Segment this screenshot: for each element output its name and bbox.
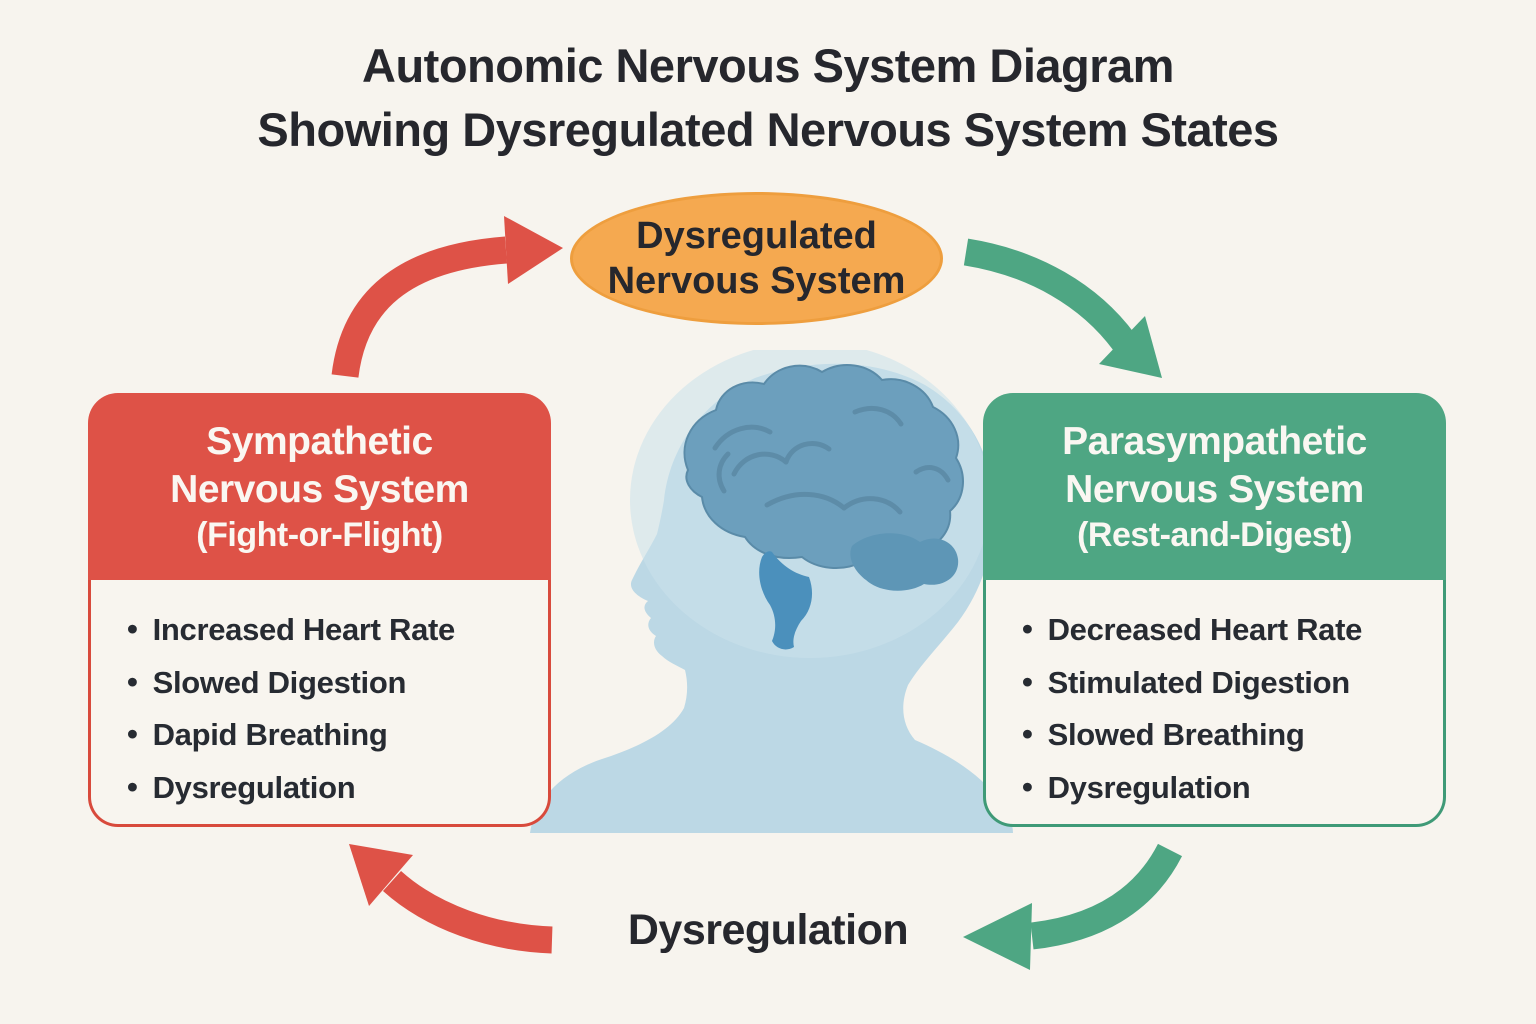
- hub-dysregulated-nervous-system: Dysregulated Nervous System: [570, 192, 943, 325]
- list-item-label: Decreased Heart Rate: [1047, 612, 1363, 647]
- parasympathetic-panel-header: Parasympathetic Nervous System (Rest-and…: [983, 393, 1446, 580]
- list-item-label: Slowed Breathing: [1047, 717, 1305, 753]
- list-item: • Slowed Breathing: [1022, 709, 1427, 762]
- list-item-label: Dysregulation: [152, 770, 356, 806]
- bullet-marker: •: [1022, 769, 1033, 805]
- page-title-line-1: Autonomic Nervous System Diagram: [362, 39, 1174, 92]
- human-head-brain-illustration: [530, 350, 1013, 833]
- sympathetic-panel-body: •Increased Heart Rate •Slowed Digestion …: [88, 580, 551, 827]
- hub-line-1: Dysregulated: [636, 214, 877, 257]
- list-item: • Increased Heart Rate: [127, 604, 532, 657]
- list-item: • Decreased Heart Rate: [1022, 604, 1427, 657]
- sympathetic-panel-header: Sympathetic Nervous System (Fight-or-Fli…: [88, 393, 551, 580]
- bullet-marker: •: [1022, 611, 1033, 646]
- sympathetic-effect-list: •Increased Heart Rate •Slowed Digestion …: [127, 604, 532, 815]
- cerebellum: [850, 533, 959, 591]
- sympathetic-panel: Sympathetic Nervous System (Fight-or-Fli…: [88, 393, 551, 827]
- page-title-line-2: Showing Dysregulated Nervous System Stat…: [257, 103, 1279, 157]
- bullet-marker: •: [127, 663, 138, 699]
- list-item: • Dapid Breathing: [127, 709, 532, 762]
- list-item: • Slowed Digestion: [127, 657, 532, 710]
- brainstem: [759, 551, 813, 650]
- sympathetic-title-line-2: Nervous System: [170, 467, 469, 511]
- list-item-label: Increased Heart Rate: [152, 612, 456, 647]
- list-item: • Dysregulation: [1022, 762, 1427, 815]
- list-item-label: Stimulated Digestion: [1047, 664, 1351, 700]
- brain-gyri-lines: [712, 406, 951, 515]
- parasympathetic-panel-body: • Decreased Heart Rate • Stimulated Digest…: [983, 580, 1446, 827]
- list-item-label: Slowed Digestion: [152, 664, 407, 700]
- bullet-marker: •: [1022, 663, 1033, 699]
- page-title: Autonomic Nervous System Diagram Showing…: [0, 34, 1536, 163]
- sympathetic-title-line-1: Sympathetic: [206, 419, 433, 463]
- sympathetic-subtitle: (Fight-or-Flight): [196, 516, 443, 555]
- parasympathetic-title-line-1: Parasympathetic: [1062, 419, 1367, 463]
- list-item-label: Dapid Breathing: [152, 717, 388, 753]
- parasympathetic-panel: Parasympathetic Nervous System (Rest-and…: [983, 393, 1446, 827]
- list-item: • Stimulated Digestion: [1022, 657, 1427, 710]
- bullet-marker: •: [127, 769, 138, 805]
- parasympathetic-subtitle: (Rest-and-Digest): [1077, 516, 1352, 555]
- dysregulation-label: Dysregulation: [627, 906, 909, 954]
- bullet-marker: •: [127, 716, 138, 752]
- parasympathetic-effect-list: • Decreased Heart Rate • Stimulated Digest…: [1022, 604, 1427, 815]
- bullet-marker: •: [127, 611, 138, 646]
- bullet-marker: •: [1022, 716, 1033, 752]
- list-item: • Dysregulation: [127, 762, 532, 815]
- hub-line-2: Nervous System: [607, 259, 906, 302]
- list-item-label: Dysregulation: [1047, 770, 1251, 806]
- parasympathetic-title-line-2: Nervous System: [1065, 467, 1364, 511]
